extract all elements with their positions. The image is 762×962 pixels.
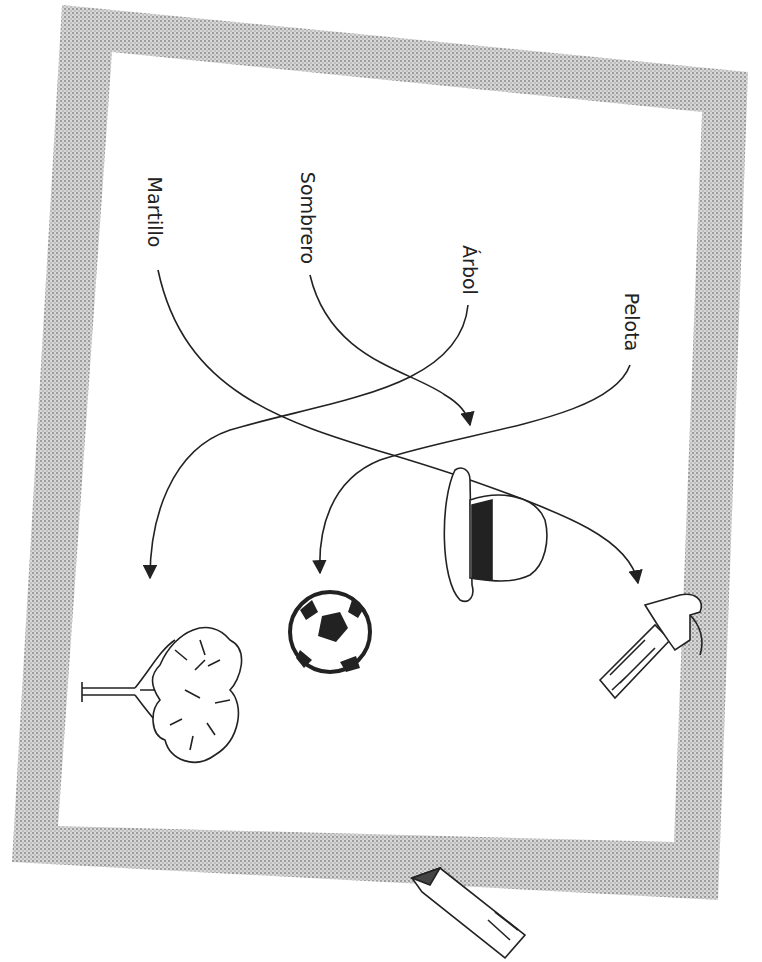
word-label: Pelota xyxy=(621,293,643,351)
sheet-paper xyxy=(58,52,702,842)
hat-picture xyxy=(444,468,547,601)
hammer-picture xyxy=(600,594,702,698)
match-arrow xyxy=(158,270,638,583)
word-label: Árbol xyxy=(459,245,481,295)
word-label: Martillo xyxy=(144,177,166,248)
tree-picture xyxy=(82,628,242,763)
ball-picture xyxy=(290,592,370,672)
pencil-picture xyxy=(412,868,525,958)
sheet-border xyxy=(12,5,748,900)
word-label: Sombrero xyxy=(297,172,319,264)
match-arrow xyxy=(150,305,468,578)
